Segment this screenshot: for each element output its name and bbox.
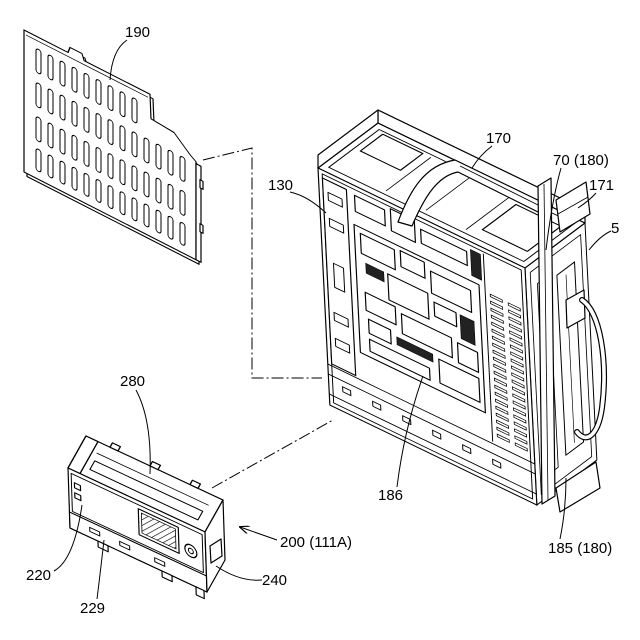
ref-label-170: 170	[486, 130, 511, 147]
ref-label-240: 240	[262, 572, 287, 589]
main-unit-body	[318, 110, 604, 512]
ref-label-5: 5	[611, 220, 619, 237]
operation-panel-unit	[68, 432, 225, 600]
leader-5	[589, 231, 611, 250]
assembly-line-cover	[203, 148, 322, 378]
ref-label-220: 220	[26, 567, 51, 584]
ref-label-130: 130	[268, 177, 293, 194]
leader-240	[216, 566, 262, 580]
upper-connector	[470, 249, 481, 280]
ref-label-186: 186	[378, 487, 403, 504]
cover-panel-tab	[200, 224, 203, 234]
ref-label-185-180: 185 (180)	[548, 540, 612, 557]
ref-label-229: 229	[80, 600, 105, 617]
cover-panel-face	[24, 24, 196, 260]
ref-label-200-111a: 200 (111A)	[280, 534, 352, 551]
assembly-direction-arrow	[240, 527, 277, 540]
cover-panel-flange	[196, 164, 201, 263]
ref-label-280: 280	[120, 373, 145, 390]
ref-label-70-180: 70 (180)	[553, 152, 609, 169]
leader-229	[97, 540, 104, 599]
ref-label-190: 190	[125, 24, 150, 41]
assembly-line-operation-unit	[212, 420, 333, 488]
cover-panel-tab	[200, 180, 203, 190]
ref-label-171: 171	[589, 177, 614, 194]
side-unit	[525, 223, 597, 505]
leader-190	[110, 40, 127, 80]
